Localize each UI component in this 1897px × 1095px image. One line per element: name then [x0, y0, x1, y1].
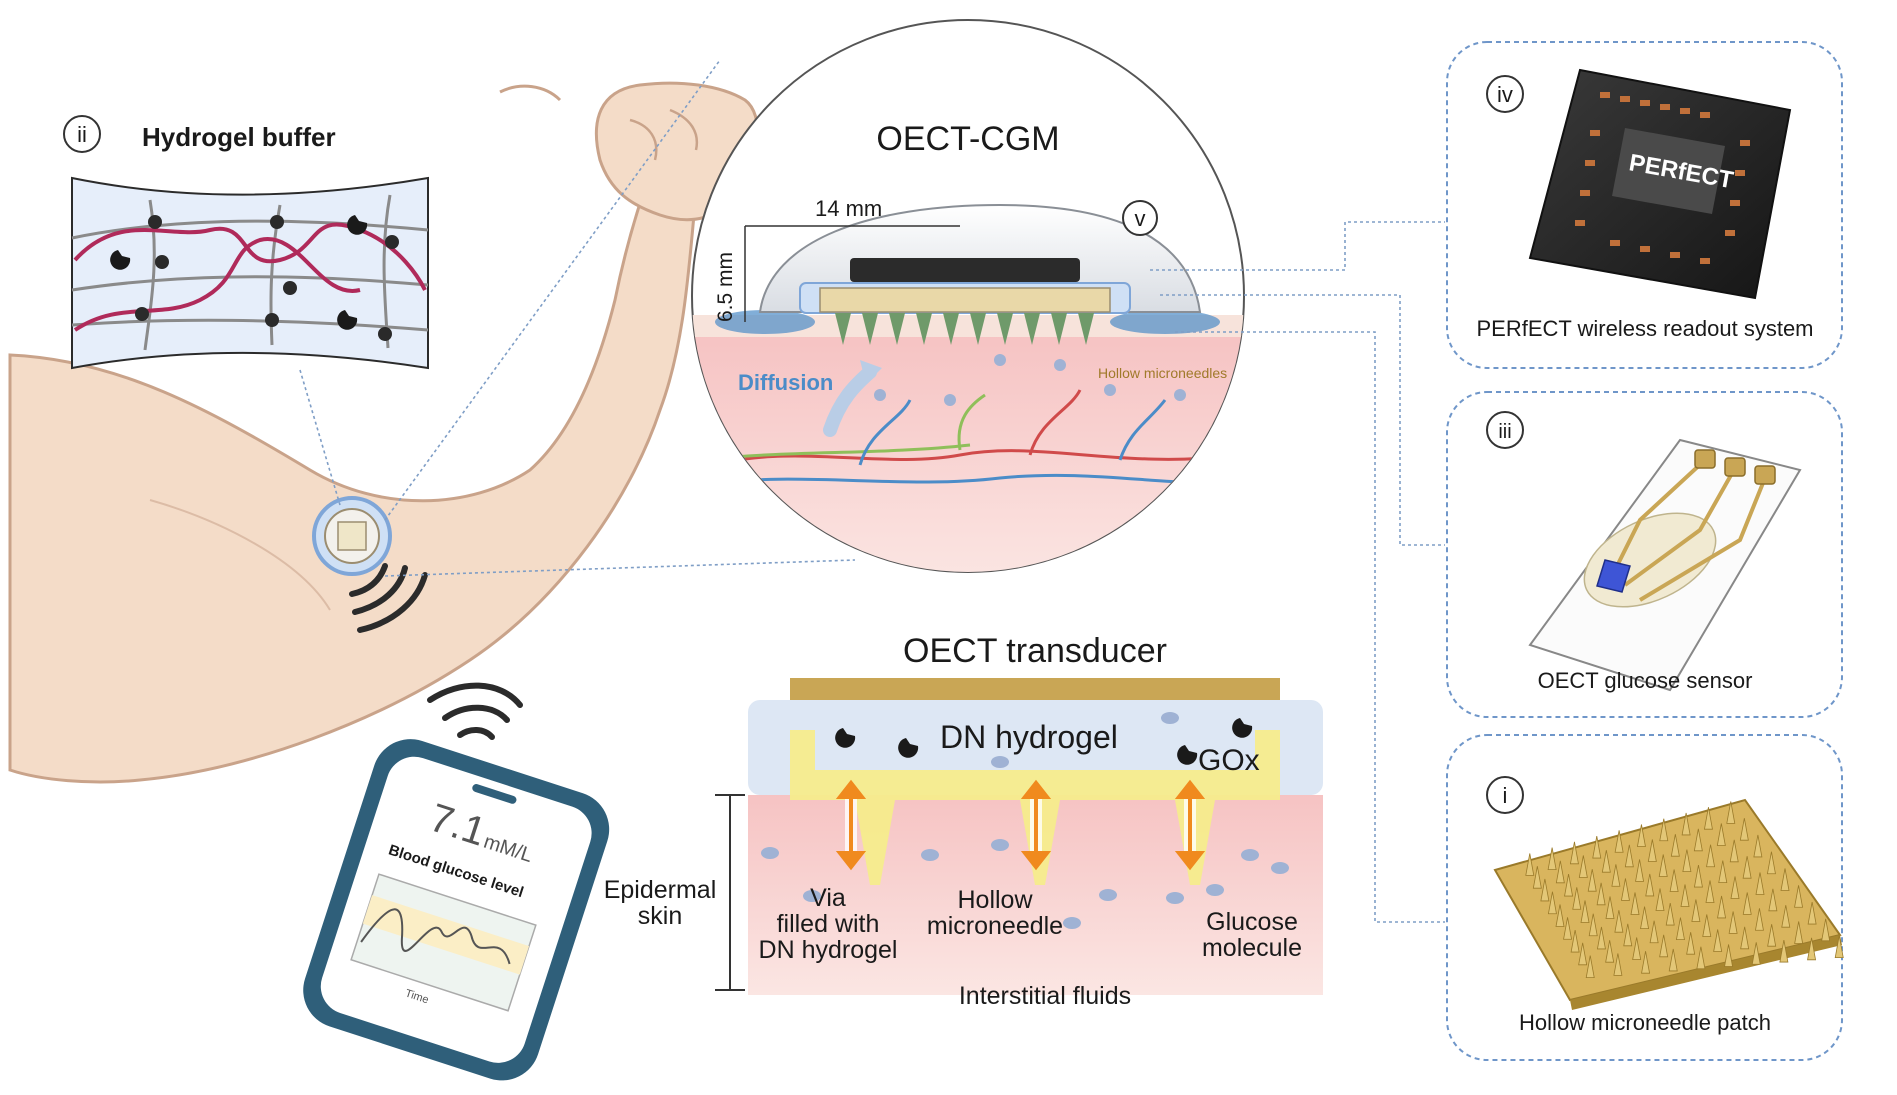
hollow-microneedles-label: Hollow microneedles	[1098, 365, 1227, 381]
height-label: 6.5 mm	[714, 252, 737, 322]
panel-ii-roman: ii	[77, 122, 87, 147]
wearable-device-on-arm[interactable]	[314, 498, 390, 574]
smartphone[interactable]: 7.1 mM/L Blood glucose level Time	[293, 686, 619, 1091]
panel-iv-readout: iv PERfECT PERfECT wireless readout syst…	[1447, 42, 1842, 368]
glucose-label-2: molecule	[1202, 934, 1302, 962]
panel-iv-roman: iv	[1497, 82, 1513, 107]
via-label-1: Via	[810, 884, 846, 912]
interstitial-fluids-label: Interstitial fluids	[959, 982, 1131, 1010]
epidermal-label-2: skin	[638, 902, 682, 930]
panel-v-roman: v	[1135, 206, 1146, 231]
panel-iii-caption: OECT glucose sensor	[1538, 668, 1753, 693]
epidermal-bracket	[715, 795, 745, 990]
panel-iii-sensor: iii OECT glucose sensor	[1447, 392, 1842, 717]
panel-i-patch: i Hollow microneedle patch	[1447, 735, 1843, 1060]
oect-transducer: OECT transducer DN hydro	[604, 632, 1323, 1010]
panel-iii-roman: iii	[1498, 421, 1511, 443]
sensor-chip	[820, 288, 1110, 312]
needle-label-1: Hollow	[957, 886, 1033, 914]
panel-ii-title: Hydrogel buffer	[142, 122, 336, 152]
electronics-board	[850, 258, 1080, 282]
via-label-2: filled with	[777, 910, 880, 938]
via-label-3: DN hydrogel	[759, 936, 898, 964]
epidermal-label-1: Epidermal	[604, 876, 717, 904]
phone-wifi-icon	[430, 686, 520, 737]
hydrogel-network-box	[72, 178, 428, 368]
oect-cgm-title: OECT-CGM	[876, 120, 1059, 158]
panel-iv-caption: PERfECT wireless readout system	[1476, 316, 1813, 341]
transducer-title: OECT transducer	[903, 632, 1167, 670]
panel-i-roman: i	[1503, 783, 1508, 808]
glucose-label-1: Glucose	[1206, 908, 1298, 936]
panel-i-caption: Hollow microneedle patch	[1519, 1010, 1771, 1035]
gox-label: GOx	[1198, 744, 1260, 777]
width-label: 14 mm	[815, 196, 882, 221]
diffusion-label: Diffusion	[738, 370, 833, 395]
dn-hydrogel-label: DN hydrogel	[940, 719, 1118, 755]
needle-label-2: microneedle	[927, 912, 1063, 940]
